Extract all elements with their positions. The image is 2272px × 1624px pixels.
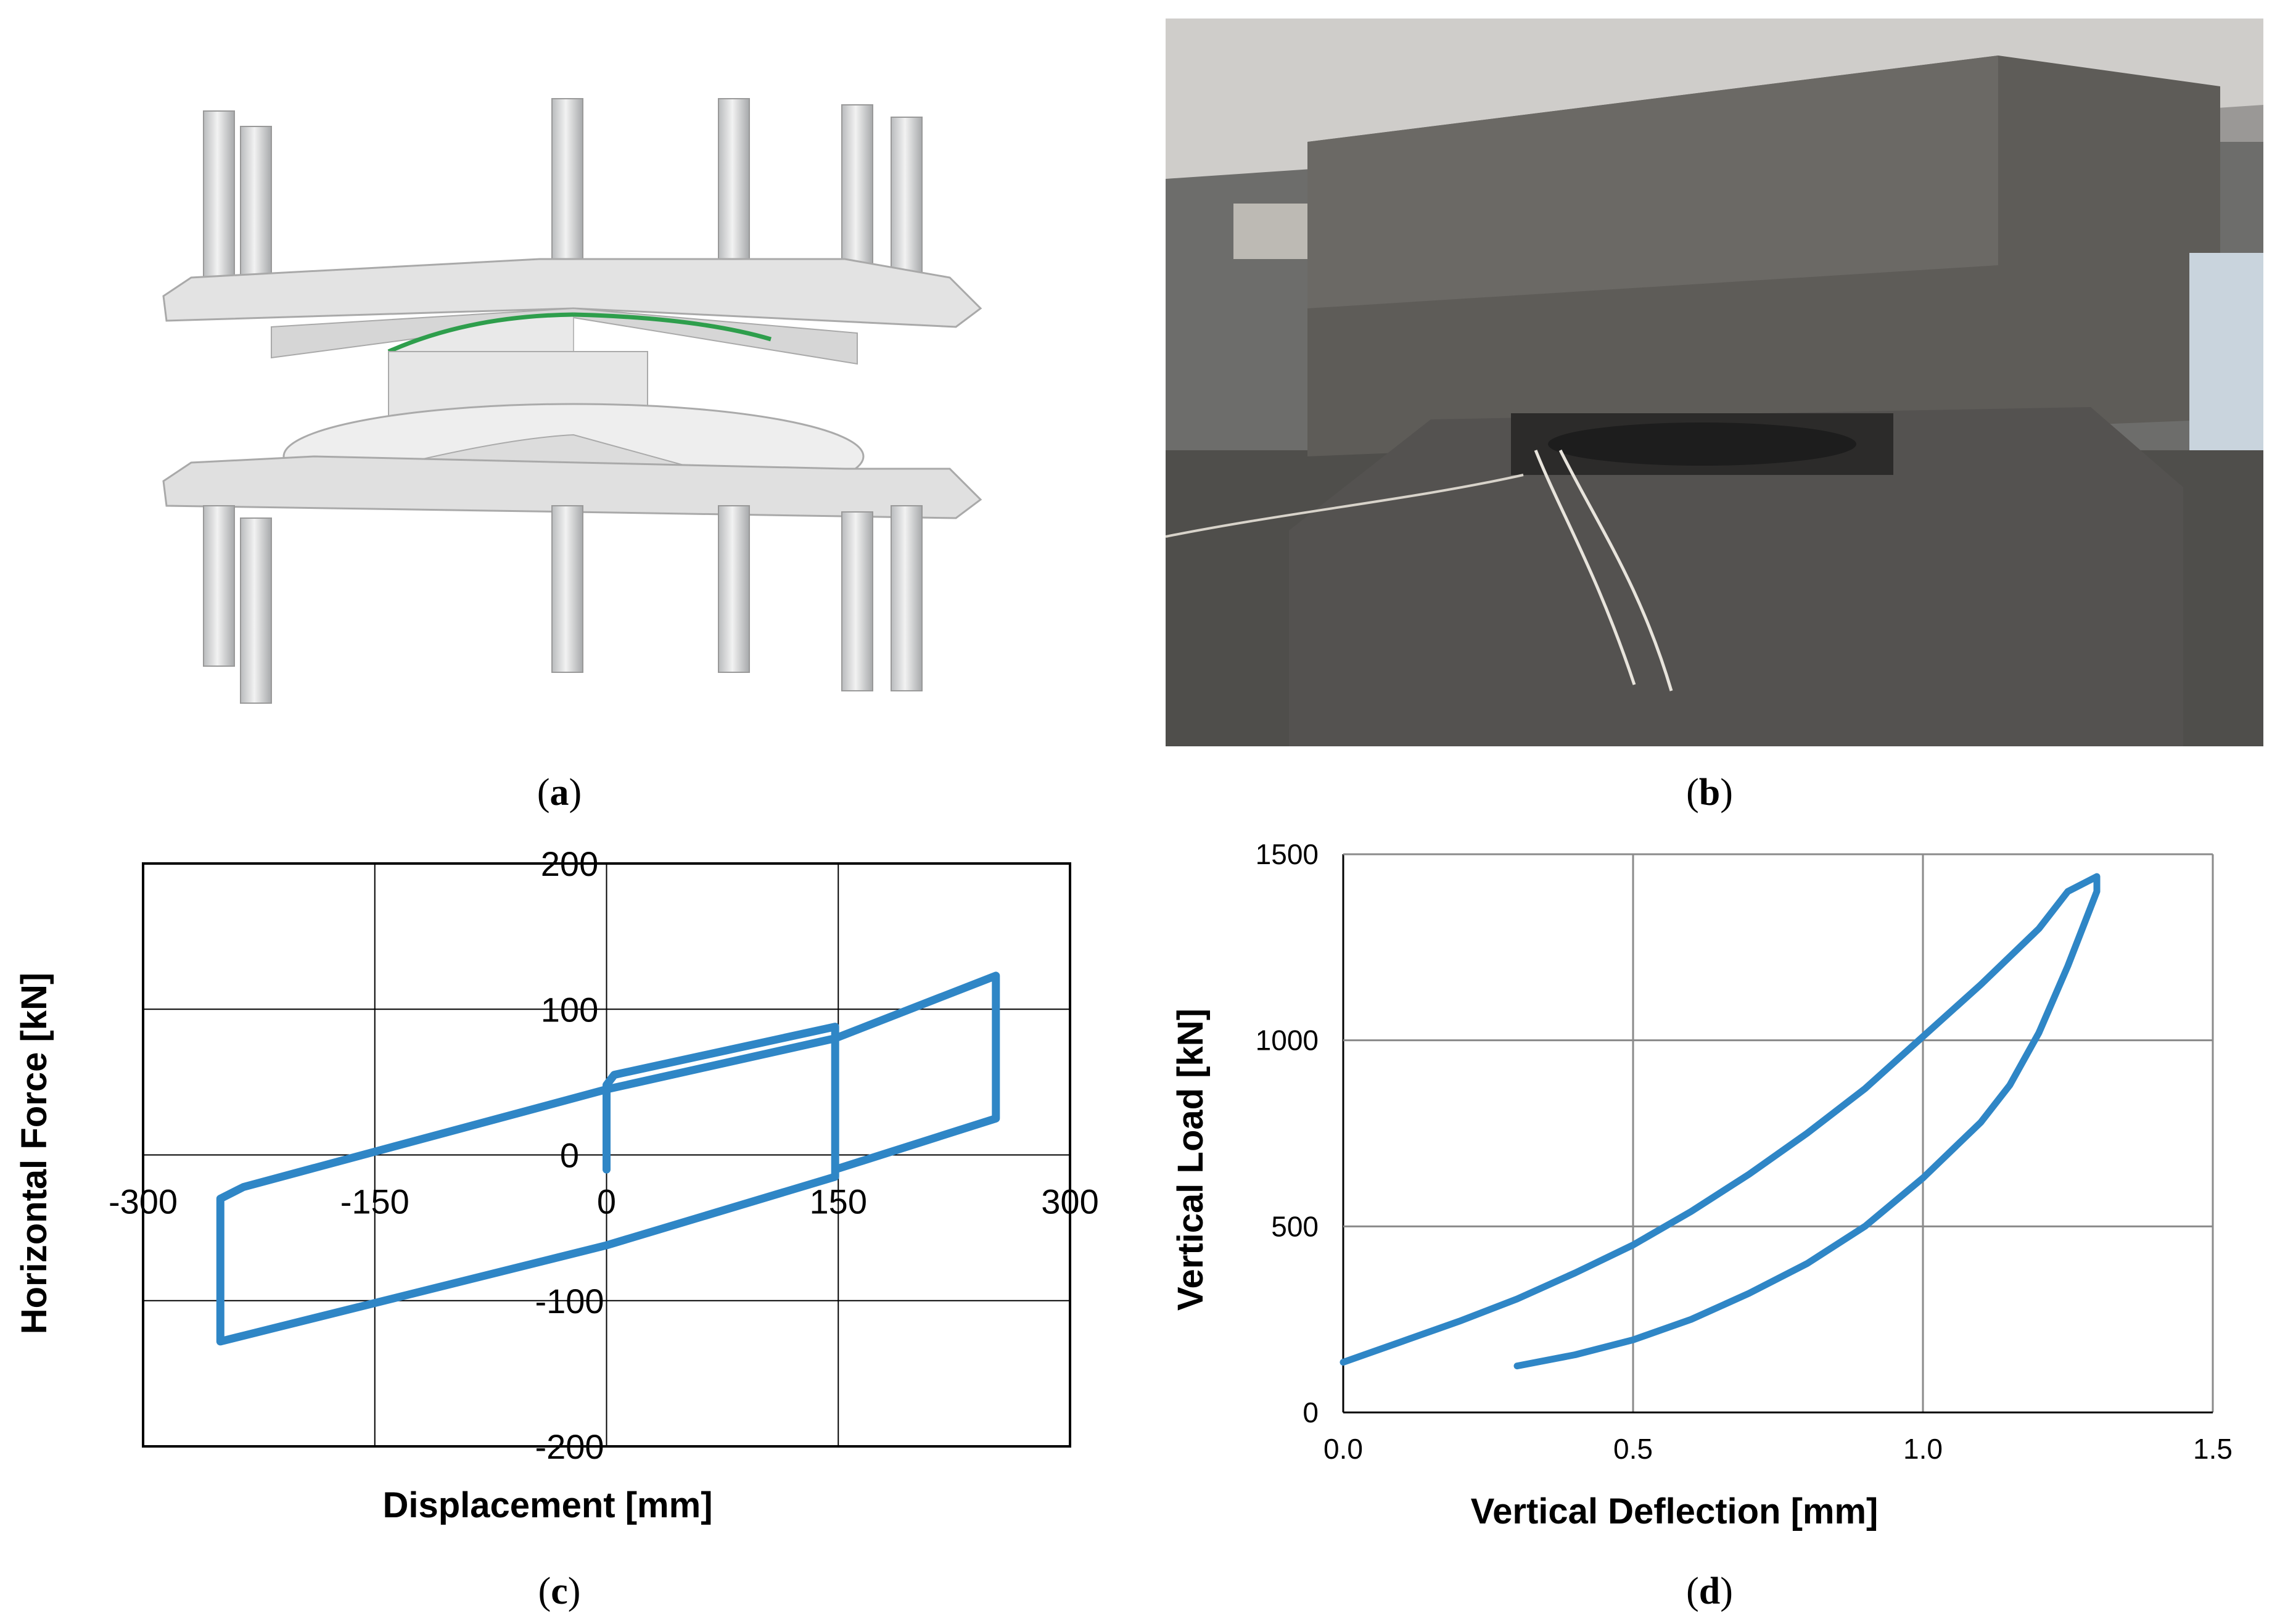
chart-c-ytick: 0 bbox=[560, 1136, 579, 1175]
chart-d-xtick: 0.5 bbox=[1613, 1433, 1653, 1465]
chart-c-ylabel: Horizontal Force [kN] bbox=[14, 973, 54, 1335]
caption-b: (b) bbox=[1686, 772, 1733, 814]
chart-d-series-line bbox=[1340, 873, 2101, 1370]
chart-d-ytick: 1000 bbox=[1256, 1024, 1319, 1057]
caption-a: (a) bbox=[537, 772, 582, 814]
top-plate bbox=[162, 258, 982, 383]
chart-d-ylabel: Vertical Load [kN] bbox=[1171, 1008, 1211, 1311]
chart-c-xlabel: Displacement [mm] bbox=[382, 1485, 712, 1525]
anchor-pins-bottom bbox=[203, 505, 923, 704]
chart-d-ytick: 0 bbox=[1303, 1396, 1319, 1428]
installed-bearing-photo-icon bbox=[1166, 19, 2263, 746]
caption-c: (c) bbox=[538, 1570, 581, 1612]
seismic-isolator-bearing-cutaway-icon bbox=[162, 98, 982, 704]
chart-c-xtick: -150 bbox=[340, 1182, 410, 1221]
chart-c-xtick: -300 bbox=[109, 1182, 178, 1221]
chart-d-xlabel: Vertical Deflection [mm] bbox=[1471, 1491, 1879, 1531]
chart-d-xtick: 1.5 bbox=[2193, 1433, 2233, 1465]
chart-c-ytick: 100 bbox=[541, 990, 598, 1029]
caption-d: (d) bbox=[1686, 1570, 1733, 1612]
chart-c-xtick: 300 bbox=[1041, 1182, 1098, 1221]
chart-c-xtick: 150 bbox=[810, 1182, 867, 1221]
bottom-plate bbox=[162, 403, 982, 519]
chart-c-ytick: -100 bbox=[535, 1282, 604, 1321]
chart-c-series-line bbox=[216, 971, 1000, 1346]
chart-c-ytick: -200 bbox=[535, 1427, 604, 1466]
chart-c-ytick: 200 bbox=[541, 844, 598, 883]
chart-d-xtick: 1.0 bbox=[1903, 1433, 1943, 1465]
chart-d-ytick: 500 bbox=[1271, 1210, 1319, 1242]
chart-d-ytick: 1500 bbox=[1256, 838, 1319, 870]
chart-d-xtick: 0.0 bbox=[1323, 1433, 1363, 1465]
chart-c-xtick: 0 bbox=[597, 1182, 616, 1221]
